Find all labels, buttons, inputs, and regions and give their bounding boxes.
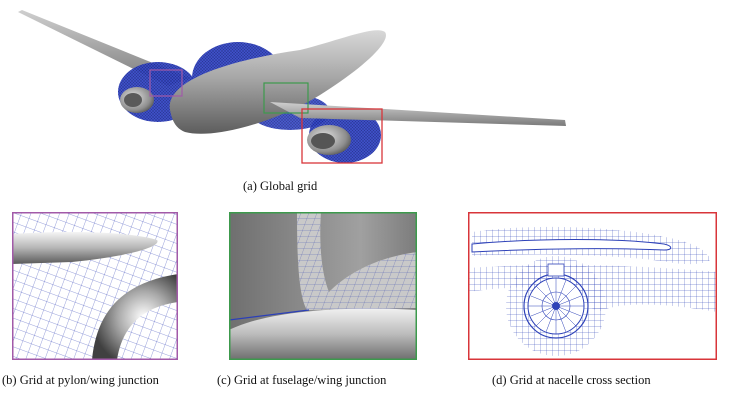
- caption-d: (d) Grid at nacelle cross section: [492, 373, 651, 387]
- fuselage: [169, 30, 386, 134]
- aircraft-global-grid-illustration: [18, 10, 566, 164]
- panel-c-fuselage-junction: (c) Grid at fuselage/wing junction: [217, 212, 417, 387]
- panel-b-pylon-junction: (b) Grid at pylon/wing junction: [2, 212, 178, 387]
- fuselage-surface: [229, 308, 417, 360]
- panel-a-global-grid: (a) Global grid: [0, 0, 735, 193]
- caption-c: (c) Grid at fuselage/wing junction: [217, 373, 387, 387]
- caption-b: (b) Grid at pylon/wing junction: [2, 373, 159, 387]
- nacelle-section-grid-illustration: [468, 212, 717, 360]
- frame-nacelle-region: [301, 108, 383, 164]
- frame-pylon-region: [149, 69, 183, 97]
- panel-d-nacelle-section: (d) Grid at nacelle cross section: [468, 212, 717, 387]
- fuselage-junction-grid-illustration: [229, 212, 417, 360]
- wing-surface: [12, 232, 158, 264]
- caption-a: (a) Global grid: [243, 179, 318, 193]
- frame-fuselage-region: [263, 82, 309, 114]
- pylon-junction-grid-illustration: [12, 212, 178, 360]
- right-wing: [270, 102, 566, 126]
- nacelle-surface: [92, 274, 178, 360]
